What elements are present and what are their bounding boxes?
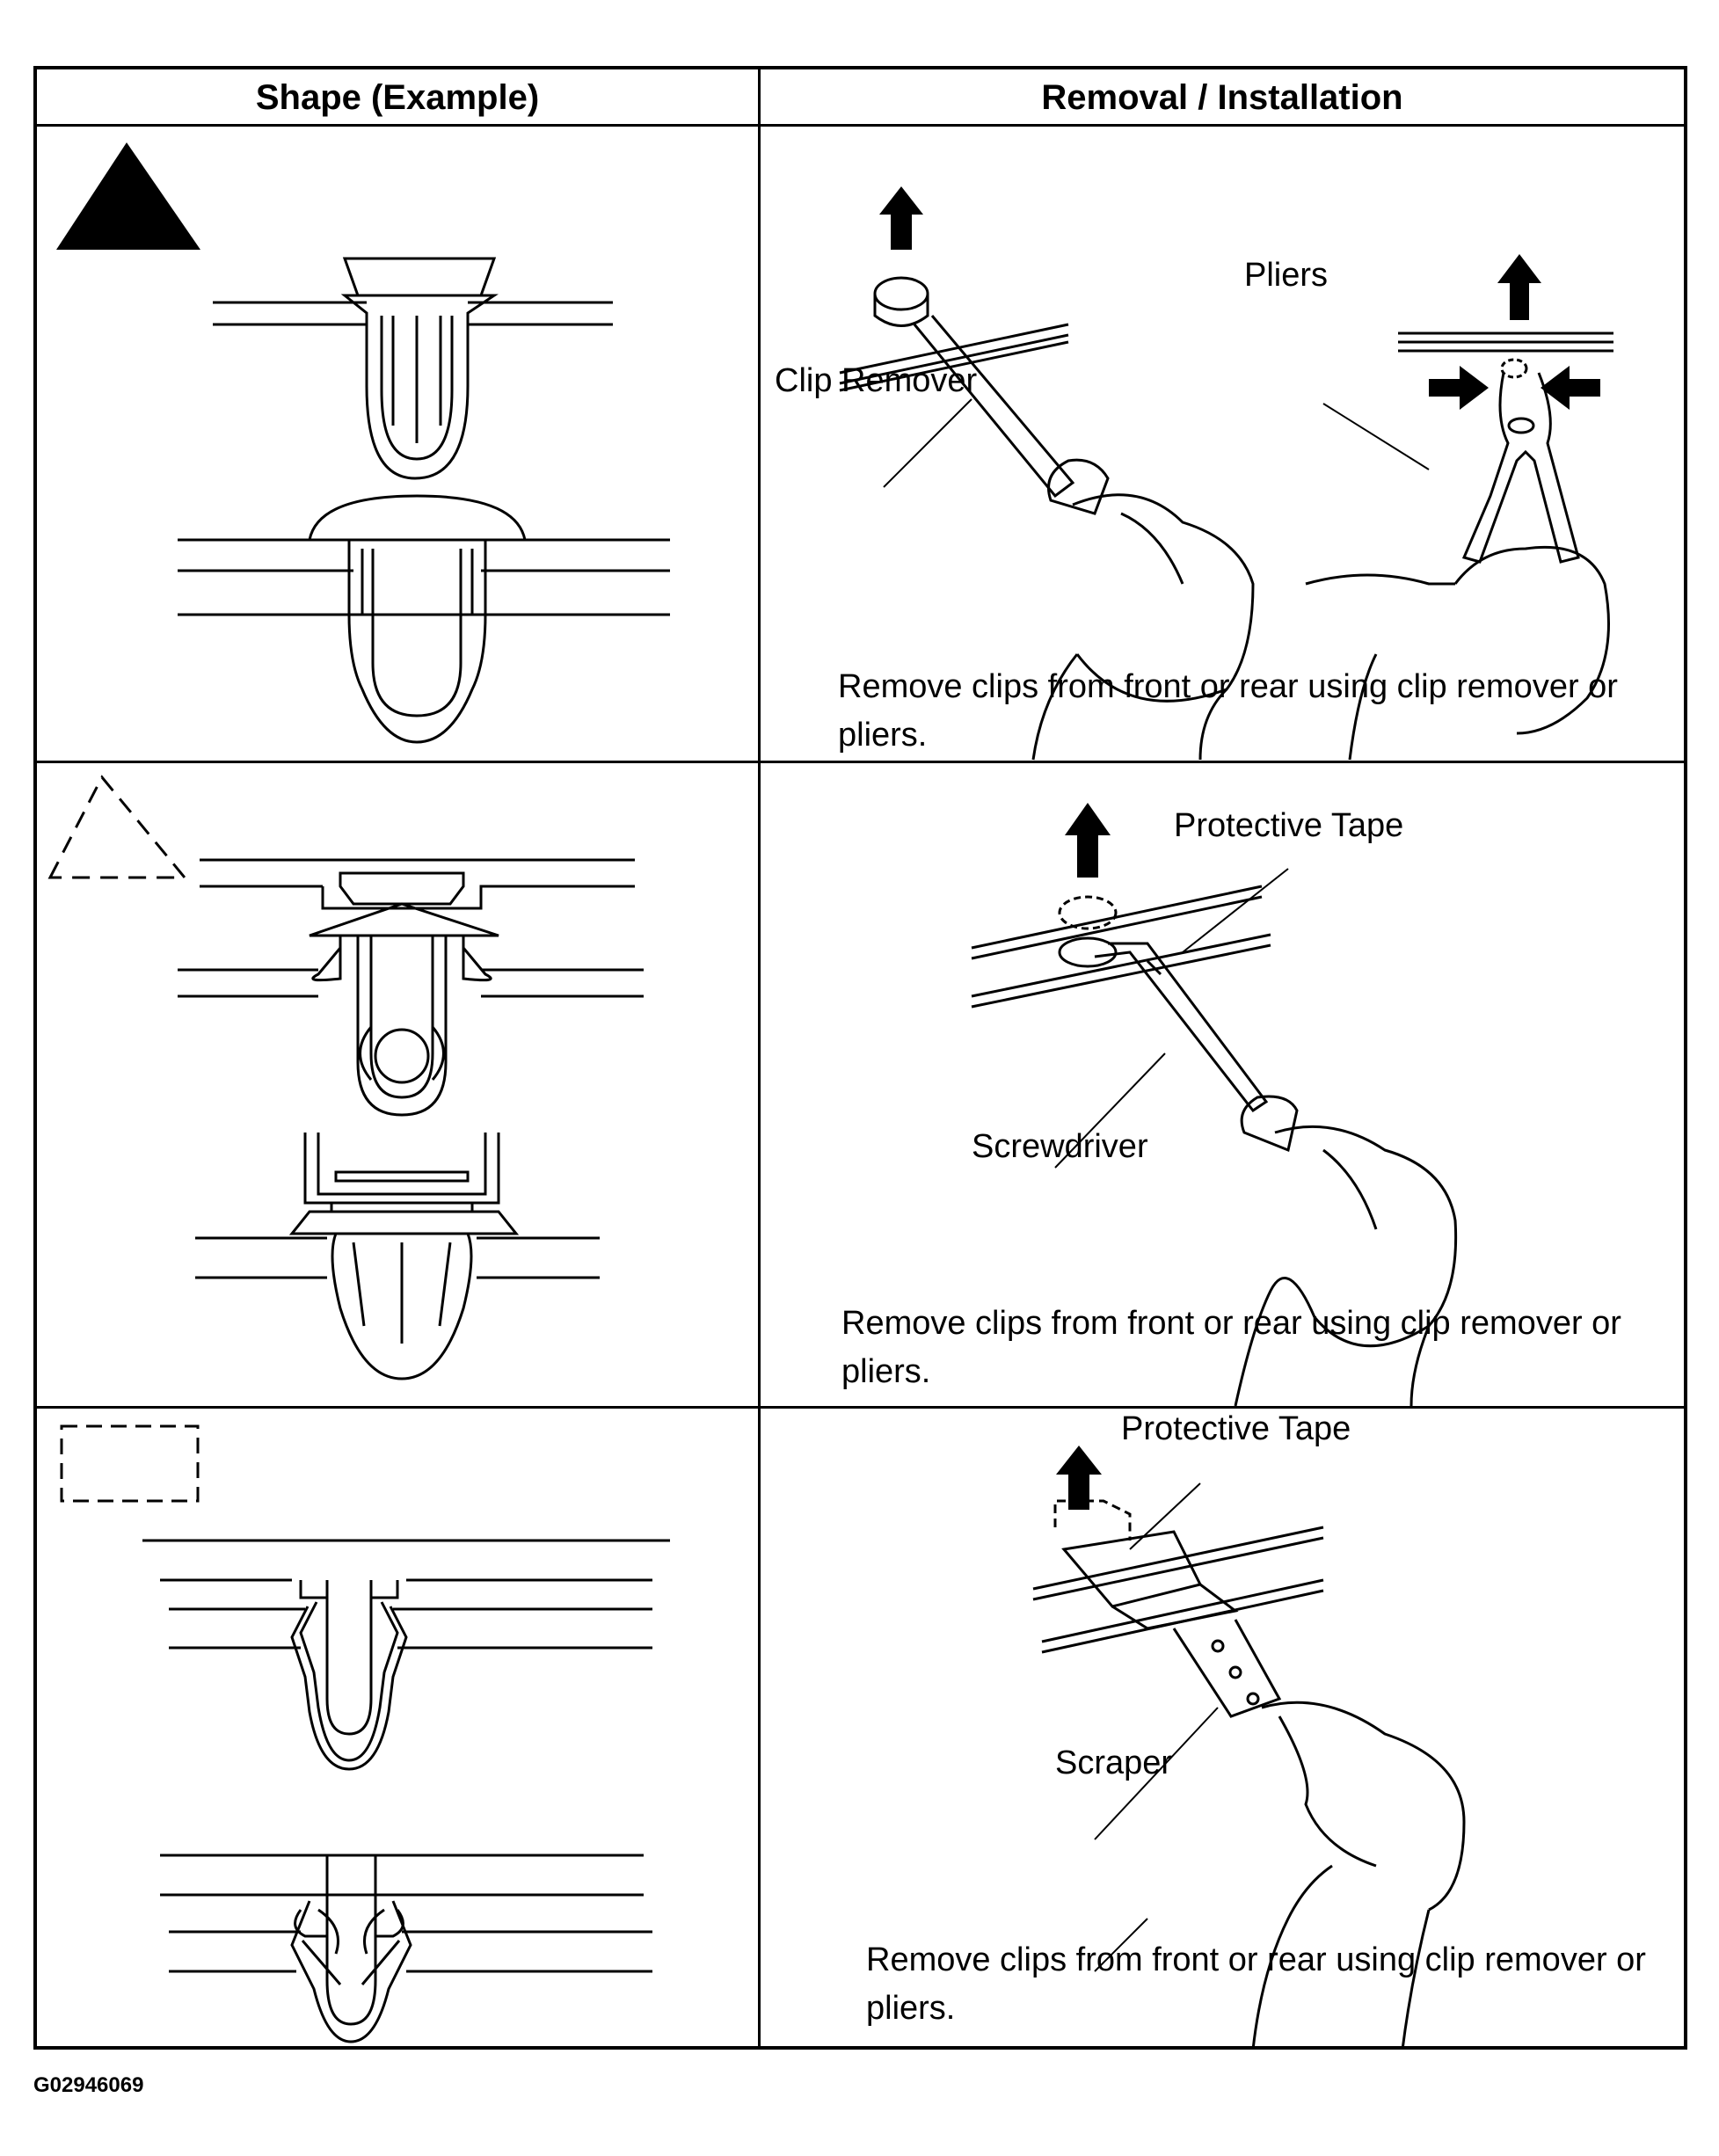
protective-tape-label: Protective Tape (1121, 1410, 1351, 1447)
row-1-removal-cell: Clip Remover Pliers Remove clips from fr… (761, 127, 1684, 761)
screwdriver-illustration (971, 803, 1458, 1406)
header-divider (37, 124, 1684, 127)
row-2-shape-cell (37, 763, 758, 1406)
protective-tape-label: Protective Tape (1174, 807, 1404, 844)
solid-triangle-icon (56, 142, 200, 250)
up-arrow-icon (879, 186, 923, 250)
up-arrow-icon (1497, 254, 1541, 320)
header-shape: Shape (Example) (255, 77, 540, 117)
screwdriver-label: Screwdriver (972, 1128, 1148, 1165)
header-removal: Removal / Installation (1041, 77, 1403, 117)
column-divider (758, 69, 761, 2046)
up-arrow-icon (1065, 803, 1111, 878)
row-1-instruction: Remove clips from front or rear using cl… (838, 668, 1618, 754)
clip-remover-illustration (839, 186, 1255, 761)
pliers-label: Pliers (1244, 257, 1329, 294)
clip-table: Shape (Example) Removal / Installation (33, 66, 1687, 2050)
row-divider-2 (37, 1406, 1684, 1409)
dashed-triangle-icon (47, 775, 188, 879)
clip-shape-2b (195, 1133, 600, 1380)
row-2-removal-cell: Protective Tape Screwdriver Remove clips… (761, 763, 1684, 1406)
clip-shape-3b (160, 1854, 652, 2043)
up-arrow-icon (1056, 1446, 1102, 1510)
clip-shape-1a (213, 257, 613, 480)
row-3-instruction: Remove clips from front or rear using cl… (866, 1941, 1646, 2027)
clip-shape-1b (178, 494, 670, 744)
pliers-illustration (1305, 254, 1613, 761)
row-3-shape-cell (37, 1409, 758, 2050)
clip-remover-label: Clip Remover (775, 362, 978, 399)
left-arrow-icon (1541, 366, 1600, 410)
row-2-instruction: Remove clips from front or rear using cl… (841, 1305, 1621, 1390)
clip-shape-3a (142, 1539, 670, 1771)
row-1-shape-cell (37, 127, 758, 761)
dashed-rectangle-icon (60, 1424, 200, 1503)
figure-id: G02946069 (33, 2073, 144, 2097)
right-arrow-icon (1429, 366, 1489, 410)
clip-shape-2a (178, 858, 644, 1117)
scraper-label: Scraper (1055, 1744, 1173, 1781)
row-divider-1 (37, 761, 1684, 763)
row-3-removal-cell: Protective Tape Scraper Remove clips fro… (761, 1409, 1684, 2050)
scraper-illustration (1032, 1446, 1466, 2050)
